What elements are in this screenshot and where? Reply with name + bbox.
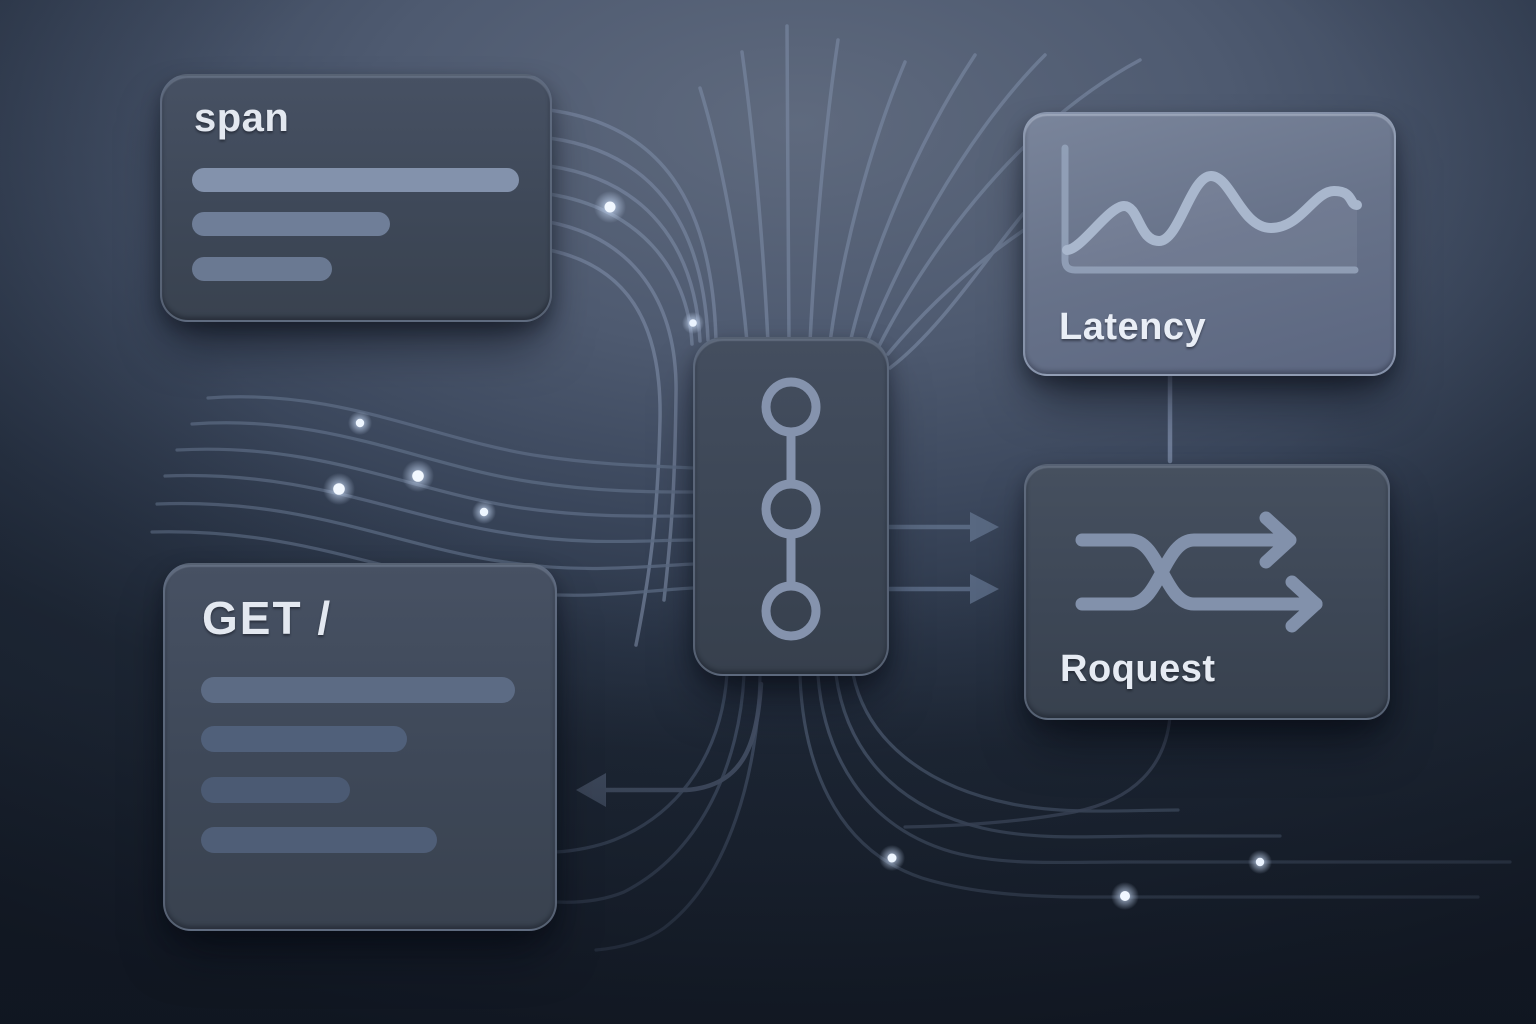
- request-card: Roquest: [1024, 464, 1390, 720]
- commit-timeline-icon: [761, 377, 821, 641]
- get-request-card: GET /: [163, 563, 557, 931]
- span-card: span: [160, 74, 552, 322]
- line-chart-icon: [1061, 144, 1362, 274]
- skeleton-bar: [201, 726, 407, 752]
- skeleton-bar: [192, 257, 332, 281]
- skeleton-bar: [192, 212, 390, 236]
- trace-node-card: [693, 337, 889, 676]
- shuffle-icon: [1075, 511, 1323, 633]
- skeleton-bar: [201, 777, 350, 803]
- request-card-label: Roquest: [1060, 648, 1216, 690]
- chart-axis: [1061, 144, 1359, 274]
- skeleton-bar: [201, 677, 515, 703]
- get-request-card-title: GET /: [202, 592, 333, 644]
- glow-dots: [323, 191, 1272, 910]
- latency-card: Latency: [1023, 112, 1396, 376]
- skeleton-bar: [192, 168, 519, 192]
- span-card-title: span: [194, 96, 290, 140]
- latency-card-label: Latency: [1059, 306, 1207, 348]
- skeleton-bar: [201, 827, 437, 853]
- chart-line: [1062, 171, 1362, 255]
- chart-area-fill: [1067, 176, 1357, 268]
